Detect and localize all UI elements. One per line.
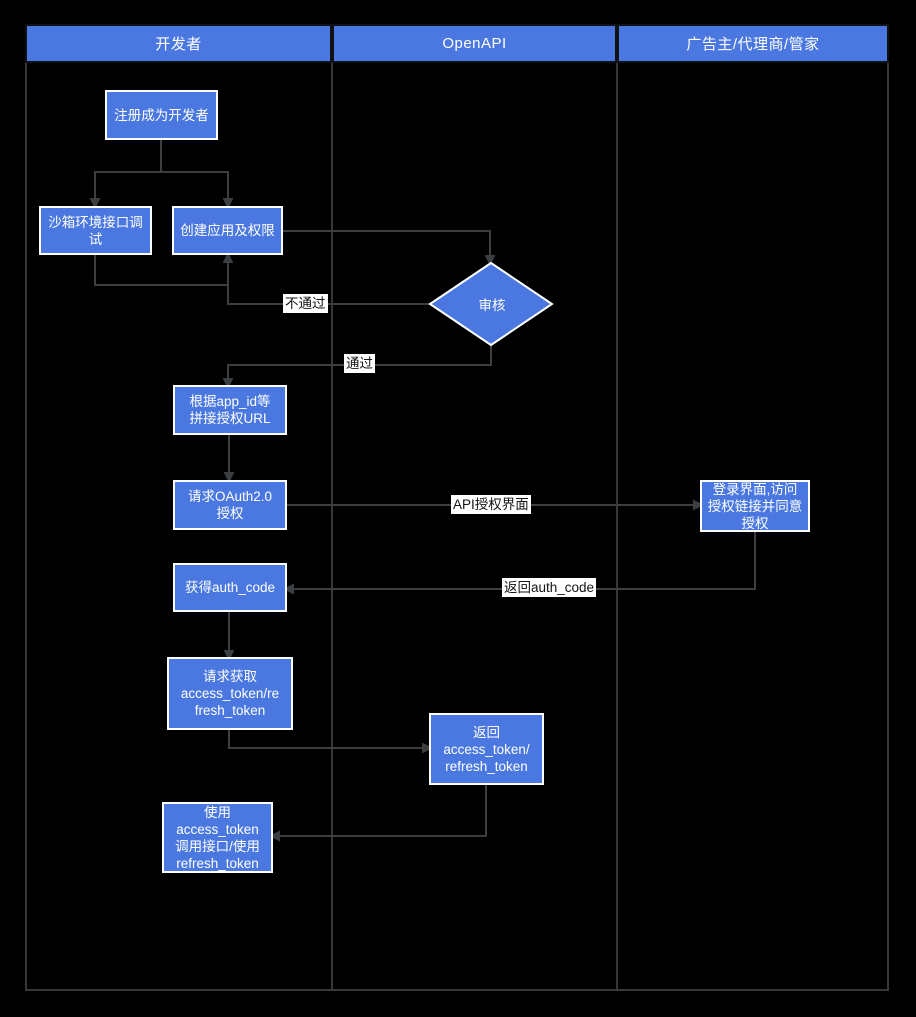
edge-label-fail: 不通过 <box>283 294 328 313</box>
flow-node-label: 登录界面,访问 授权链接并同意 授权 <box>707 481 803 531</box>
flow-node-build-auth-url: 根据app_id等 拼接授权URL <box>173 385 287 435</box>
decision-review: 审核 <box>425 257 559 351</box>
flow-node-label: 注册成为开发者 <box>114 107 209 123</box>
flow-node-login-authorize: 登录界面,访问 授权链接并同意 授权 <box>700 480 810 532</box>
flow-node-request-token: 请求获取 access_token/re fresh_token <box>167 657 293 730</box>
swimlane-header-label: OpenAPI <box>442 35 507 52</box>
swimlane-header-label: 开发者 <box>155 36 202 53</box>
flow-node-register-developer: 注册成为开发者 <box>105 90 218 140</box>
flow-node-get-auth-code: 获得auth_code <box>173 563 287 612</box>
flow-node-label: 请求OAuth2.0 授权 <box>187 489 273 521</box>
flow-node-label: 沙箱环境接口调 试 <box>48 214 143 247</box>
flow-node-return-token: 返回 access_token/ refresh_token <box>429 713 544 785</box>
swimlane-header-developer: 开发者 <box>25 24 332 63</box>
lane-divider <box>331 63 333 991</box>
flow-node-label: 创建应用及权限 <box>180 223 275 238</box>
flow-node-request-oauth: 请求OAuth2.0 授权 <box>173 480 287 530</box>
decision-diamond-shape <box>428 261 554 347</box>
flow-node-label: 请求获取 access_token/re fresh_token <box>180 669 280 718</box>
flow-node-sandbox-debug: 沙箱环境接口调 试 <box>39 206 152 255</box>
flow-node-label: 获得auth_code <box>184 580 276 595</box>
flow-node-label: 使用 access_token 调用接口/使用 refresh_token <box>175 804 260 871</box>
swimlane-header-label: 广告主/代理商/管家 <box>686 36 820 53</box>
flow-node-label: 根据app_id等 拼接授权URL <box>189 394 271 426</box>
swimlane-header-openapi: OpenAPI <box>332 24 617 63</box>
flow-node-create-app: 创建应用及权限 <box>172 206 283 255</box>
flow-node-use-token: 使用 access_token 调用接口/使用 refresh_token <box>162 802 273 873</box>
decision-review-label: 审核 <box>478 298 506 313</box>
edge-label-pass: 通过 <box>344 354 375 373</box>
swimlane-header-advertiser: 广告主/代理商/管家 <box>617 24 889 63</box>
edge-label-api-auth-page: API授权界面 <box>451 495 531 514</box>
edge-label-return-auth-code: 返回auth_code <box>502 578 597 597</box>
lane-divider <box>616 63 618 991</box>
flow-node-label: 返回 access_token/ refresh_token <box>443 724 530 774</box>
